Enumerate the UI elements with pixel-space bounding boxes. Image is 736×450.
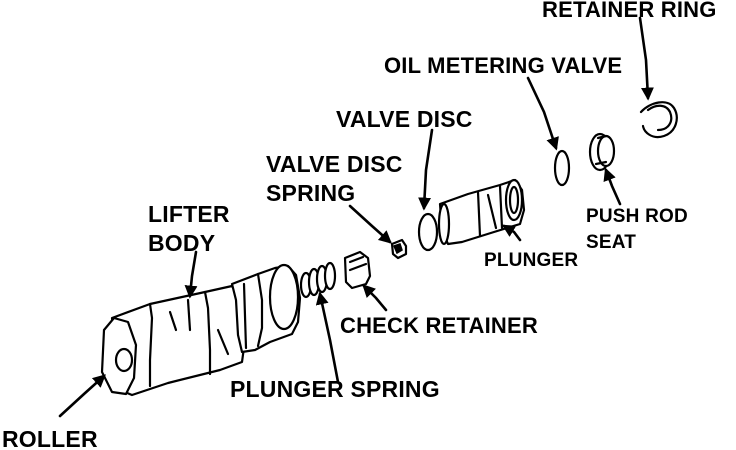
plunger-spring-leader xyxy=(315,291,340,384)
label-retainer-ring: RETAINER RING xyxy=(542,0,717,22)
label-check-retainer: CHECK RETAINER xyxy=(340,313,538,338)
oil-metering-valve-part xyxy=(553,149,571,187)
label-push-rod-seat-2: SEAT xyxy=(586,232,636,253)
label-valve-disc-spring-1: VALVE DISC xyxy=(266,151,403,177)
valve-disc-part xyxy=(417,212,439,252)
label-valve-disc-spring-2: SPRING xyxy=(266,180,355,206)
label-plunger: PLUNGER xyxy=(484,250,578,271)
label-push-rod-seat-1: PUSH ROD xyxy=(586,206,688,227)
valve-disc-spring-leader xyxy=(348,204,392,244)
retainer-ring-part xyxy=(639,101,678,139)
label-plunger-spring: PLUNGER SPRING xyxy=(230,376,440,402)
retainer-ring-leader xyxy=(638,16,654,101)
plunger-leader xyxy=(501,224,522,242)
roller-leader xyxy=(58,374,106,418)
label-roller: ROLLER xyxy=(2,426,98,450)
valve-disc-leader xyxy=(418,128,434,211)
push-rod-seat-part xyxy=(588,132,616,172)
lifter-body-leader xyxy=(184,250,198,299)
label-lifter-body-2: BODY xyxy=(148,230,215,256)
label-valve-disc: VALVE DISC xyxy=(336,106,473,132)
plunger-spring-part xyxy=(299,261,337,299)
label-oil-metering-valve: OIL METERING VALVE xyxy=(384,53,622,78)
plunger-part xyxy=(437,178,526,246)
check-retainer-leader xyxy=(362,284,388,312)
label-lifter-body-1: LIFTER xyxy=(148,201,230,227)
oil-metering-valve-leader xyxy=(526,76,559,151)
push-rod-seat-leader xyxy=(603,167,622,206)
valve-disc-spring-part xyxy=(390,238,408,260)
check-retainer-part xyxy=(343,250,372,290)
